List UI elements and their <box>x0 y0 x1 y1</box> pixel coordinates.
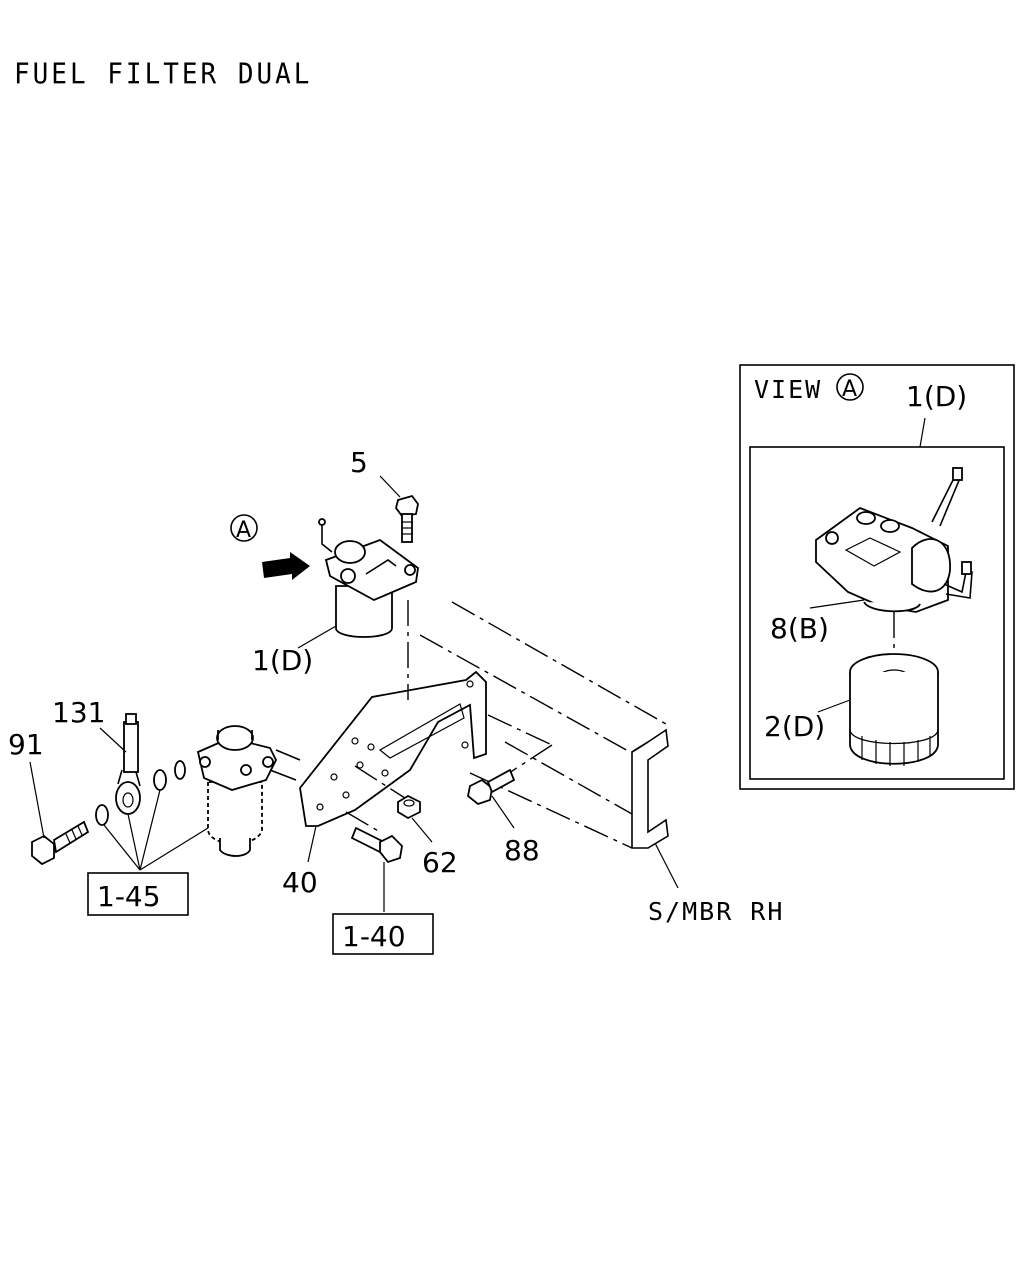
p131-leader <box>99 727 127 753</box>
view-arrow <box>262 552 310 580</box>
ref-140-box <box>332 913 434 955</box>
label-88: 88 <box>504 834 540 867</box>
inset-1d-leader <box>919 417 926 448</box>
ref-145-box <box>87 872 189 916</box>
fuel-filter-upper <box>318 518 419 638</box>
view-label: VIEW <box>754 375 822 404</box>
view-a-inner-frame <box>749 446 1005 780</box>
washer-left <box>95 804 109 826</box>
p1d-leader <box>297 625 337 649</box>
view-a-frame <box>739 364 1015 790</box>
inset-label-8b: 8(B) <box>770 612 829 645</box>
ref-140-label: 1-40 <box>342 920 406 953</box>
callout-a-circle <box>230 514 258 542</box>
filter-head-8b <box>815 467 973 613</box>
inset-label-1d: 1(D) <box>906 380 967 413</box>
side-member <box>419 601 669 849</box>
nut-62 <box>397 794 421 820</box>
inset-8b-leader <box>809 599 865 609</box>
bolt-5 <box>395 494 419 543</box>
banjo-131 <box>115 713 141 815</box>
label-62: 62 <box>422 846 458 879</box>
p5-leader <box>379 475 401 498</box>
label-91: 91 <box>8 728 44 761</box>
p62-leader <box>411 817 433 843</box>
bolt-140 <box>350 826 403 864</box>
label-131: 131 <box>52 696 105 729</box>
callout-a-letter: A <box>236 518 251 543</box>
bolt-88 <box>467 768 516 806</box>
inset-2d-leader <box>817 699 851 713</box>
p88-leader <box>491 795 515 829</box>
inset-label-2d: 2(D) <box>764 710 825 743</box>
bolt-91 <box>31 820 90 866</box>
ref-145-label: 1-45 <box>97 880 161 913</box>
view-marker-letter: A <box>842 377 857 402</box>
label-smbr-rh: S/MBR RH <box>648 897 784 926</box>
label-40: 40 <box>282 866 318 899</box>
view-marker-circle <box>836 373 864 401</box>
ref-145-leaders <box>103 789 209 871</box>
filter-element-2d <box>849 653 939 766</box>
label-1d: 1(D) <box>252 644 313 677</box>
washer-filter <box>174 760 186 780</box>
page-title: FUEL FILTER DUAL <box>14 58 313 91</box>
smbr-leader <box>654 842 679 889</box>
label-5: 5 <box>350 446 368 479</box>
washer-right <box>153 769 167 791</box>
bracket-40 <box>299 670 487 827</box>
fuel-filter-lower <box>196 725 301 857</box>
p40-leader <box>307 825 317 863</box>
p91-leader <box>29 761 45 839</box>
